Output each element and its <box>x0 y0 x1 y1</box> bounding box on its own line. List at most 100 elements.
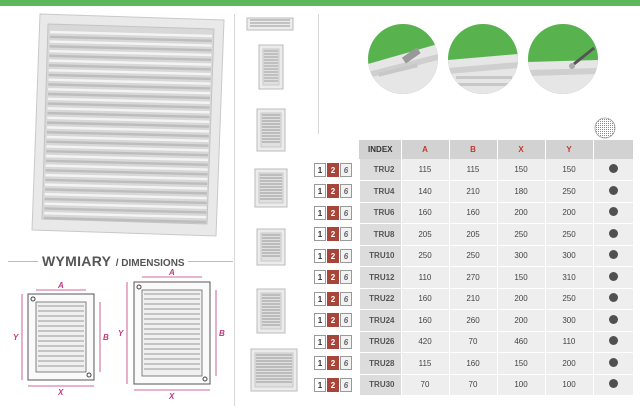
dim-a-label-2: A <box>168 268 175 277</box>
dimension-diagram-large: A X Y B <box>118 268 225 400</box>
cell-mesh <box>593 309 634 332</box>
dim-y-label-2: Y <box>118 329 124 338</box>
cell-a: 205 <box>401 223 450 246</box>
heading-rule-left <box>8 261 38 262</box>
cell-a: 70 <box>401 374 450 396</box>
cell-index: TRU8 <box>359 223 402 246</box>
pictogram-2: 2 <box>327 248 339 263</box>
dimensions-heading: WYMIARY / DIMENSIONS <box>8 252 233 270</box>
cell-index: TRU10 <box>359 245 402 267</box>
pictogram-1: 1 <box>314 356 326 371</box>
pictogram-2: 2 <box>327 184 339 199</box>
cell-index: TRU24 <box>359 309 402 332</box>
cell-mesh <box>593 202 634 224</box>
cell-mesh <box>593 245 634 267</box>
cell-index: TRU4 <box>359 180 402 203</box>
thumbnail-tru12 <box>258 44 284 90</box>
cell-a: 160 <box>401 309 450 332</box>
cell-x: 300 <box>497 245 546 267</box>
cell-y: 110 <box>545 331 594 353</box>
cell-y: 250 <box>545 180 594 203</box>
pictogram-1: 1 <box>314 334 326 349</box>
cell-x: 100 <box>497 374 546 396</box>
cell-b: 205 <box>449 223 498 246</box>
mesh-available-dot-icon <box>608 228 618 238</box>
mesh-available-dot-icon <box>608 185 618 195</box>
pictogram-6: 6 <box>340 377 352 392</box>
cell-a: 160 <box>401 288 450 310</box>
cell-index: TRU22 <box>359 288 402 310</box>
column-divider-left <box>234 14 235 406</box>
pictogram-6: 6 <box>340 291 352 306</box>
cell-a: 115 <box>401 159 450 181</box>
cell-y: 310 <box>545 266 594 289</box>
cell-b: 160 <box>449 202 498 224</box>
mesh-available-dot-icon <box>608 164 618 173</box>
cell-mesh <box>593 223 634 246</box>
cell-x: 460 <box>497 331 546 353</box>
dimensions-subtitle: / DIMENSIONS <box>115 258 185 269</box>
cell-y: 150 <box>545 159 594 181</box>
pictogram-1: 1 <box>314 248 326 263</box>
cell-b: 160 <box>449 352 498 375</box>
mesh-available-dot-icon <box>608 314 618 324</box>
cell-y: 300 <box>545 309 594 332</box>
cell-y: 300 <box>545 245 594 267</box>
mesh-available-dot-icon <box>608 293 618 303</box>
thumbnail-tru6 <box>254 168 288 208</box>
pictogram-1: 1 <box>314 377 326 392</box>
pictogram-1: 1 <box>314 313 326 328</box>
pictogram-2: 2 <box>327 162 339 177</box>
cell-x: 150 <box>497 266 546 289</box>
mesh-available-dot-icon <box>608 271 618 281</box>
dim-b-label-2: B <box>219 329 225 338</box>
cell-b: 270 <box>449 266 498 289</box>
pictogram-1: 1 <box>314 291 326 306</box>
cell-mesh <box>593 266 634 289</box>
install-step-2-image <box>448 24 518 94</box>
pictogram-2: 2 <box>327 270 339 285</box>
pictogram-6: 6 <box>340 334 352 349</box>
cell-x: 180 <box>497 180 546 203</box>
cell-mesh <box>593 331 634 353</box>
cell-x: 200 <box>497 309 546 332</box>
install-step-1-image <box>368 24 438 94</box>
mesh-available-dot-icon <box>608 250 618 260</box>
dimensions-title: WYMIARY <box>42 253 112 269</box>
pictogram-6: 6 <box>340 270 352 285</box>
cell-mesh <box>593 180 634 203</box>
pictogram-6: 6 <box>340 356 352 371</box>
pictogram-2: 2 <box>327 334 339 349</box>
cell-x: 150 <box>497 159 546 181</box>
col-header-mesh <box>593 140 634 159</box>
mesh-net-icon <box>594 117 616 139</box>
pictogram-6: 6 <box>340 184 352 199</box>
dim-b-label: B <box>103 333 109 342</box>
cell-a: 160 <box>401 202 450 224</box>
mesh-available-dot-icon <box>608 357 618 367</box>
cell-mesh <box>593 288 634 310</box>
pictogram-1: 1 <box>314 227 326 242</box>
cell-y: 250 <box>545 288 594 310</box>
cell-a: 420 <box>401 331 450 353</box>
pictogram-1: 1 <box>314 162 326 177</box>
cell-mesh <box>593 374 634 396</box>
dim-y-label: Y <box>13 333 19 342</box>
vent-grille-product-image <box>31 13 225 237</box>
